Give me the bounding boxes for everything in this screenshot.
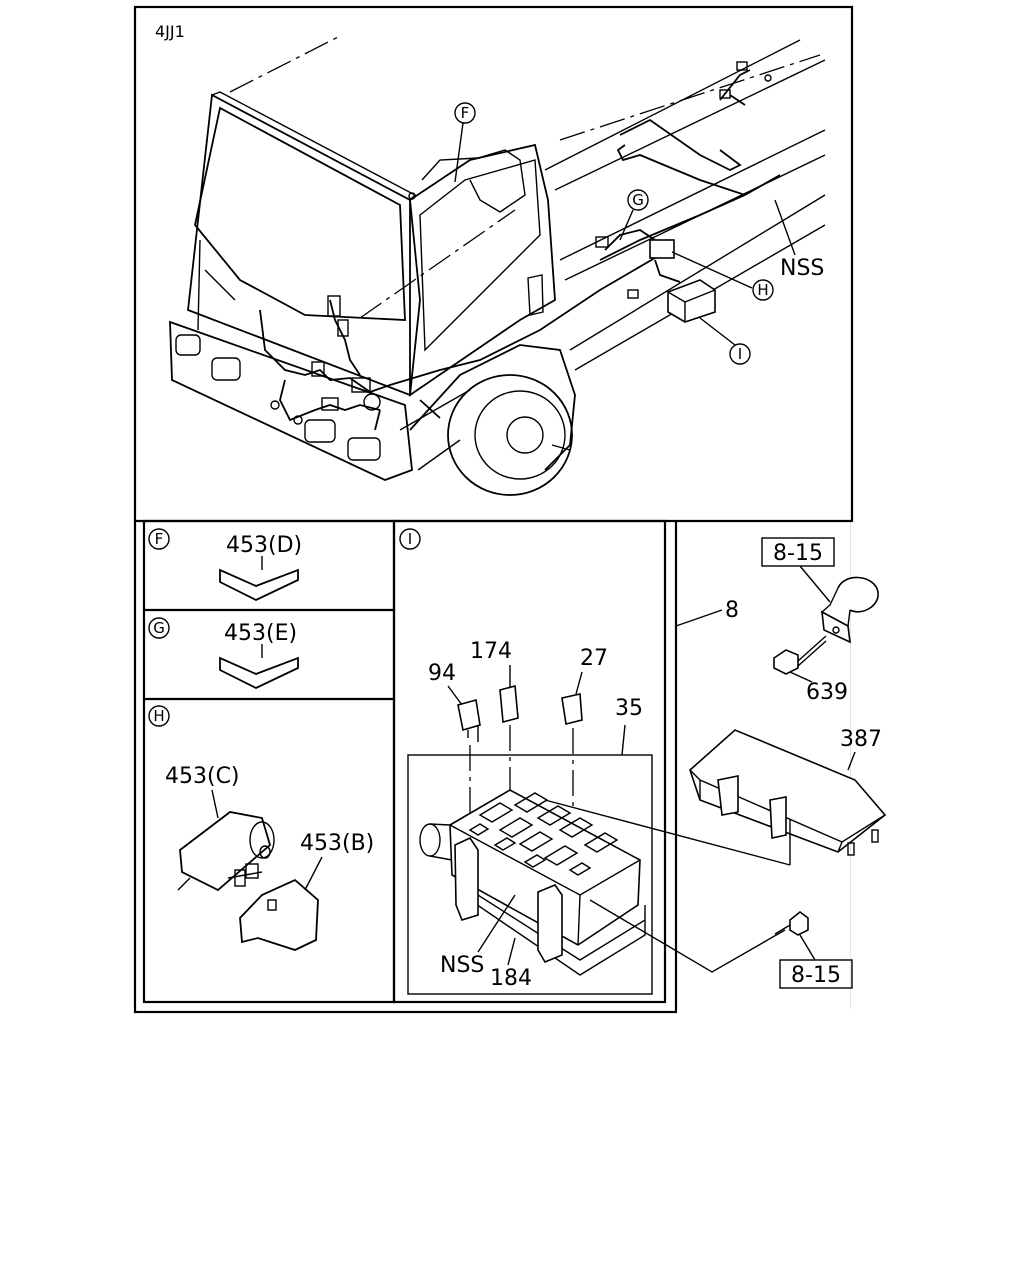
ref-box-bottom (779, 959, 853, 989)
detail-G: G 453(E) (148, 617, 299, 690)
svg-text:184: 184 (490, 966, 532, 991)
svg-text:H: H (153, 707, 164, 725)
svg-text:453(D): 453(D) (226, 533, 302, 558)
detail-H: H 453(C) 453(B) (148, 705, 374, 951)
svg-text:H: H (757, 281, 768, 299)
callout-nss-main: NSS (774, 199, 824, 281)
svg-text:8-15: 8-15 (773, 541, 823, 566)
truck-illustration (169, 35, 826, 496)
svg-text:453(B): 453(B) (300, 831, 374, 856)
detail-I: I 94 174 27 35 (399, 528, 653, 995)
svg-text:NSS: NSS (440, 953, 484, 978)
detail-box-I (392, 519, 667, 1004)
main-view-frame (133, 5, 854, 1014)
svg-text:27: 27 (580, 646, 608, 671)
callout-H: H (671, 251, 774, 301)
svg-text:8: 8 (725, 598, 739, 623)
side-panel: 8 8-15 639 387 (544, 537, 887, 989)
callout-I: I (699, 317, 751, 365)
svg-text:NSS: NSS (780, 256, 824, 281)
svg-text:639: 639 (806, 680, 848, 705)
svg-text:G: G (632, 191, 644, 209)
svg-text:35: 35 (615, 696, 643, 721)
svg-text:387: 387 (840, 727, 882, 752)
svg-text:94: 94 (428, 661, 456, 686)
callout-G: G (619, 189, 649, 241)
svg-text:I: I (408, 530, 412, 548)
callout-F: F (454, 102, 476, 183)
engine-code: 4JJ1 (155, 22, 185, 41)
svg-text:453(E): 453(E) (224, 621, 297, 646)
svg-text:I: I (738, 345, 742, 363)
svg-text:174: 174 (470, 639, 512, 664)
svg-text:G: G (153, 619, 165, 637)
svg-text:453(C): 453(C) (165, 764, 240, 789)
svg-text:F: F (461, 104, 470, 122)
ref-box-top (761, 537, 835, 567)
svg-text:F: F (155, 530, 164, 548)
detail-F: F 453(D) (148, 528, 302, 602)
svg-text:8-15: 8-15 (791, 963, 841, 988)
